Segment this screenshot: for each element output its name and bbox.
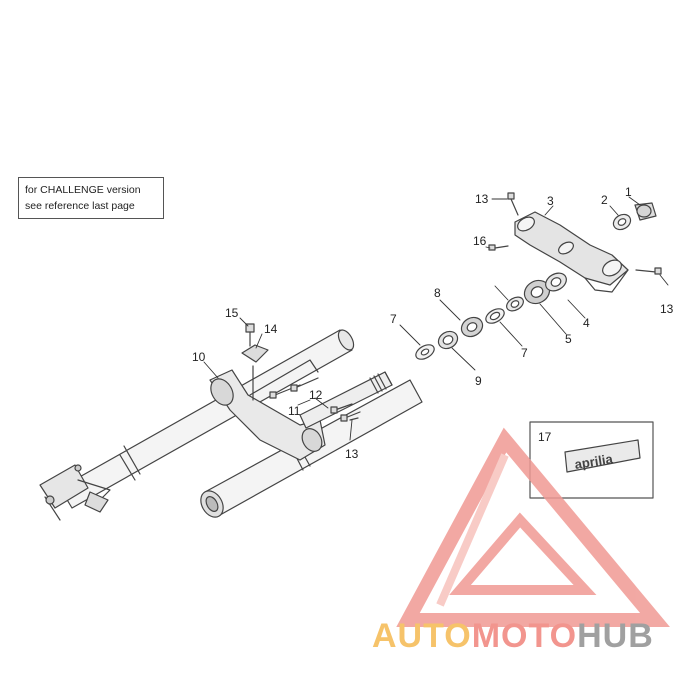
callout-13-top: 13	[475, 192, 489, 206]
left-fork-leg	[39, 329, 355, 521]
callout-13-right: 13	[660, 302, 674, 316]
watermark-moto: MOTO	[471, 617, 578, 655]
clamp-screws	[488, 192, 662, 275]
callout-11: 11	[288, 404, 301, 418]
note-line-1: for CHALLENGE version	[25, 184, 141, 196]
callout-4: 4	[583, 316, 590, 330]
upper-triple-clamp	[514, 211, 629, 293]
challenge-version-note: for CHALLENGE version see reference last…	[18, 177, 164, 219]
watermark-text: AUTOMOTOHUB	[372, 616, 692, 656]
badge-logo-text: aprilia	[574, 451, 615, 472]
callout-14: 14	[264, 322, 278, 336]
callout-8: 8	[434, 286, 441, 300]
callout-13-stem: 13	[345, 447, 359, 461]
callout-3: 3	[547, 194, 554, 208]
watermark-auto: AUTO	[372, 617, 472, 655]
note-line-2: see reference last page	[25, 200, 135, 212]
callout-9: 9	[475, 374, 482, 388]
steering-stem	[299, 371, 393, 429]
clamp-bolts	[269, 377, 361, 422]
lower-triple-clamp	[209, 359, 326, 461]
leader-lines	[203, 196, 669, 451]
callout-labels: 1 2 3 4 5 7 7 8 9 10 11 12 13 13 13 14 1…	[192, 185, 674, 461]
plate-and-screw	[241, 323, 269, 401]
bearing-stack	[415, 272, 567, 360]
callout-10: 10	[192, 350, 206, 364]
callout-12: 12	[309, 388, 323, 402]
callout-7a: 7	[390, 312, 397, 326]
callout-2: 2	[601, 193, 608, 207]
callout-7b: 7	[521, 346, 528, 360]
callout-5: 5	[565, 332, 572, 346]
callout-17: 17	[538, 430, 552, 444]
badge-frame	[529, 421, 654, 499]
watermark-logo	[396, 427, 670, 627]
callout-15: 15	[225, 306, 239, 320]
cap-nut-and-washer	[612, 202, 657, 231]
callout-16: 16	[473, 234, 487, 248]
watermark-hub: HUB	[577, 617, 654, 655]
callout-1: 1	[625, 185, 632, 199]
